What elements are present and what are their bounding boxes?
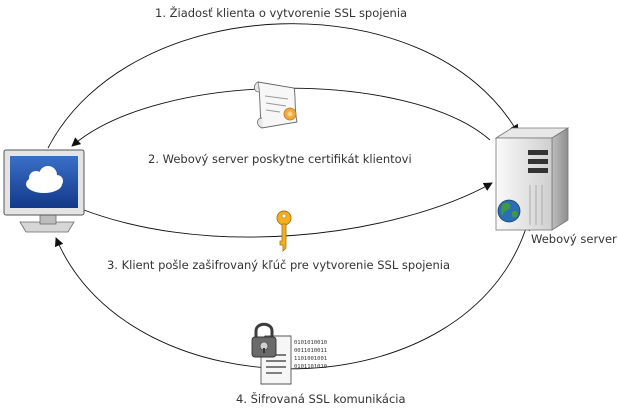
step-3-label: 3. Klient pošle zašifrovaný kľúč pre vyt… (107, 258, 451, 272)
arrow-step-4 (54, 221, 530, 370)
padlock-document-icon: 0101010010 0011010011 1101001001 0101101… (251, 322, 327, 385)
arrow-step-1 (47, 23, 519, 149)
server-icon (494, 127, 570, 231)
key-icon (276, 210, 292, 252)
svg-text:0101101010: 0101101010 (294, 364, 327, 370)
step-1-label: 1. Žiadosť klienta o vytvorenie SSL spoj… (155, 6, 408, 20)
svg-text:1101001001: 1101001001 (294, 356, 327, 362)
globe-icon (497, 199, 521, 223)
step-2-label: 2. Webový server poskytne certifikát kli… (148, 152, 412, 166)
svg-text:0011010011: 0011010011 (294, 348, 327, 354)
certificate-icon (253, 81, 298, 129)
arrow-step-3 (59, 182, 493, 238)
monitor-icon (3, 149, 85, 233)
step-4-label: 4. Šifrovaná SSL komunikácia (236, 392, 406, 406)
svg-text:0101010010: 0101010010 (294, 340, 327, 346)
server-label: Webový server (531, 232, 617, 246)
